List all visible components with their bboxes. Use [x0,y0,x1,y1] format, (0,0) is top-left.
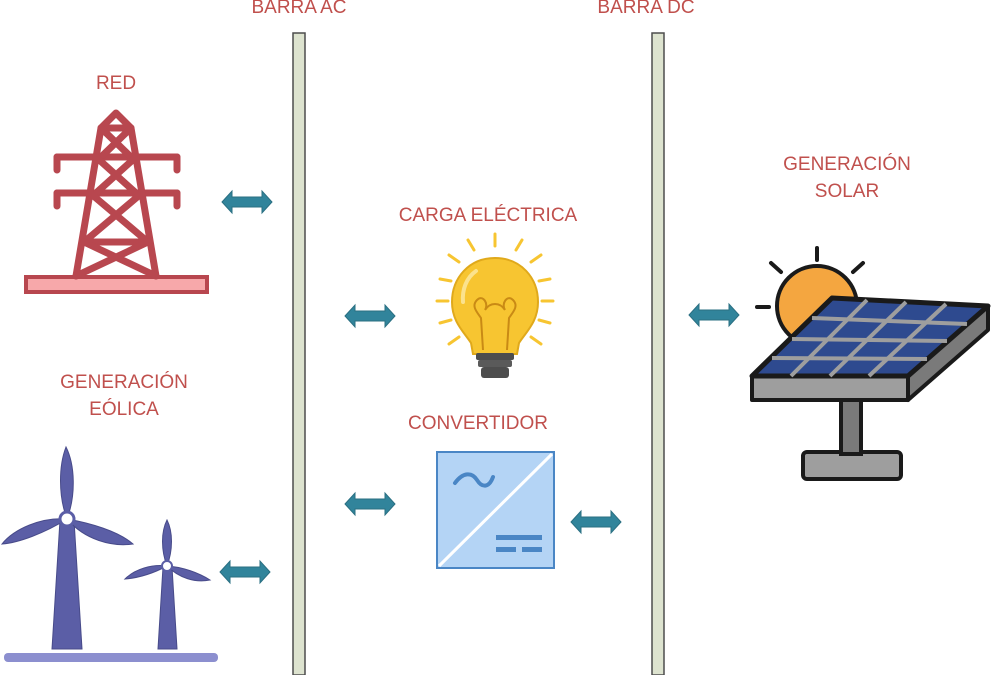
ac-dc-converter-icon [436,451,555,569]
dc-bus-bar [651,32,665,675]
dc-bus-label: BARRA DC [597,0,695,18]
solar-label: GENERACIÓN SOLAR [762,151,932,205]
ac-converter-arrow [344,492,396,516]
wind-label-line-2: EÓLICA [89,399,159,420]
light-bulb-icon [435,232,555,378]
solar-label-line-1: GENERACIÓN [783,154,911,175]
converter-label: CONVERTIDOR [407,413,549,434]
transmission-tower-icon [24,109,209,294]
wind-turbines-icon [0,445,218,662]
ac-bus-label: BARRA AC [251,0,347,18]
wind-ac-arrow [219,560,271,584]
solar-panel-icon [749,246,991,481]
grid-ac-arrow [221,190,273,214]
load-label: CARGA ELÉCTRICA [398,205,578,226]
ac-bus-bar [292,32,306,675]
wind-label: GENERACIÓN EÓLICA [39,369,209,423]
wind-label-line-1: GENERACIÓN [60,372,188,393]
solar-label-line-2: SOLAR [814,181,880,202]
converter-dc-arrow [570,510,622,534]
ac-load-arrow [344,304,396,328]
dc-solar-arrow [688,303,740,327]
grid-label: RED [95,73,137,94]
